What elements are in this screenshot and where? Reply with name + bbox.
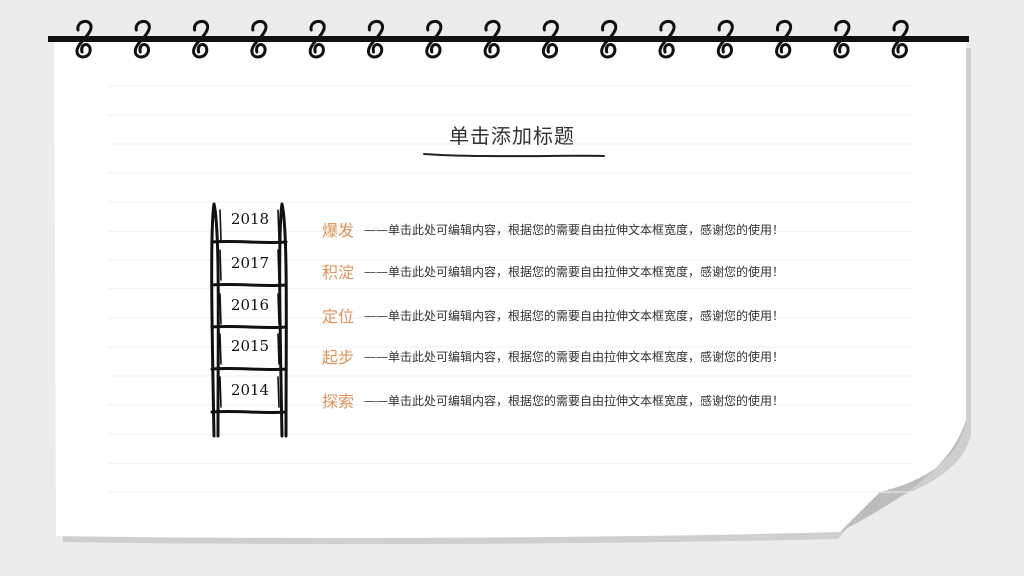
year-frame bbox=[219, 333, 280, 365]
spiral-ring bbox=[367, 20, 384, 59]
year-frame bbox=[219, 209, 280, 241]
spiral-ring bbox=[541, 20, 559, 59]
ladder-rung bbox=[210, 324, 288, 330]
timeline-description: ——单击此处可编辑内容，根据您的需要自由拉伸文本框宽度，感谢您的使用！ bbox=[364, 349, 785, 364]
timeline-description: ——单击此处可编辑内容，根据您的需要自由拉伸文本框宽度，感谢您的使用！ bbox=[364, 308, 785, 323]
spiral-ring bbox=[891, 20, 909, 59]
timeline-keyword: 起步 bbox=[322, 348, 355, 367]
spiral-ring bbox=[308, 20, 326, 59]
title-underline bbox=[423, 153, 605, 158]
timeline-keyword: 探索 bbox=[322, 392, 355, 411]
timeline-description: ——单击此处可编辑内容，根据您的需要自由拉伸文本框宽度，感谢您的使用！ bbox=[364, 264, 785, 279]
paper-curl bbox=[840, 420, 966, 532]
spiral-ring bbox=[192, 20, 210, 59]
spiral-ring bbox=[250, 20, 268, 59]
spiral-ring bbox=[833, 20, 851, 59]
timeline-item[interactable]: 探索 ——单击此处可编辑内容，根据您的需要自由拉伸文本框宽度，感谢您的使用！ bbox=[322, 388, 784, 412]
year-label: 2017 bbox=[230, 254, 270, 272]
ladder-rung bbox=[210, 282, 288, 288]
ladder-rung bbox=[210, 409, 288, 415]
year-label: 2018 bbox=[230, 210, 270, 228]
spiral-ring bbox=[75, 20, 93, 59]
page-title[interactable]: 单击添加标题 bbox=[449, 124, 575, 148]
spiral-ring bbox=[483, 20, 501, 59]
ruled-lines bbox=[108, 85, 912, 493]
timeline-keyword: 定位 bbox=[322, 307, 355, 326]
timeline-item[interactable]: 起步 ——单击此处可编辑内容，根据您的需要自由拉伸文本框宽度，感谢您的使用！ bbox=[322, 344, 784, 368]
timeline-description: ——单击此处可编辑内容，根据您的需要自由拉伸文本框宽度，感谢您的使用！ bbox=[364, 222, 785, 237]
year-label: 2014 bbox=[230, 381, 270, 399]
spiral-ring bbox=[775, 20, 793, 59]
binding-bar bbox=[48, 36, 969, 42]
ladder-rail-right bbox=[278, 202, 288, 438]
year-frame bbox=[219, 376, 280, 408]
timeline-keyword: 积淀 bbox=[322, 263, 355, 282]
spiral-ring bbox=[716, 20, 734, 59]
spiral-ring bbox=[425, 20, 443, 59]
timeline-item[interactable]: 爆发 ——单击此处可编辑内容，根据您的需要自由拉伸文本框宽度，感谢您的使用！ bbox=[322, 217, 784, 241]
year-label: 2015 bbox=[230, 337, 270, 355]
ladder-rail-left bbox=[210, 202, 220, 438]
ladder-rung bbox=[210, 239, 288, 245]
spiral-rings bbox=[75, 20, 909, 59]
spiral-ring bbox=[600, 20, 618, 59]
ladder-illustration bbox=[210, 202, 288, 438]
ladder-rung bbox=[210, 366, 288, 372]
year-frame bbox=[219, 293, 280, 325]
timeline-item[interactable]: 定位 ——单击此处可编辑内容，根据您的需要自由拉伸文本框宽度，感谢您的使用！ bbox=[322, 303, 784, 327]
year-label: 2016 bbox=[230, 296, 270, 314]
timeline-description: ——单击此处可编辑内容，根据您的需要自由拉伸文本框宽度，感谢您的使用！ bbox=[364, 393, 785, 408]
spiral-ring bbox=[133, 20, 151, 59]
spiral-ring bbox=[658, 20, 676, 59]
timeline-keyword: 爆发 bbox=[322, 221, 355, 240]
year-frame bbox=[219, 249, 280, 281]
timeline-item[interactable]: 积淀 ——单击此处可编辑内容，根据您的需要自由拉伸文本框宽度，感谢您的使用！ bbox=[322, 259, 784, 283]
